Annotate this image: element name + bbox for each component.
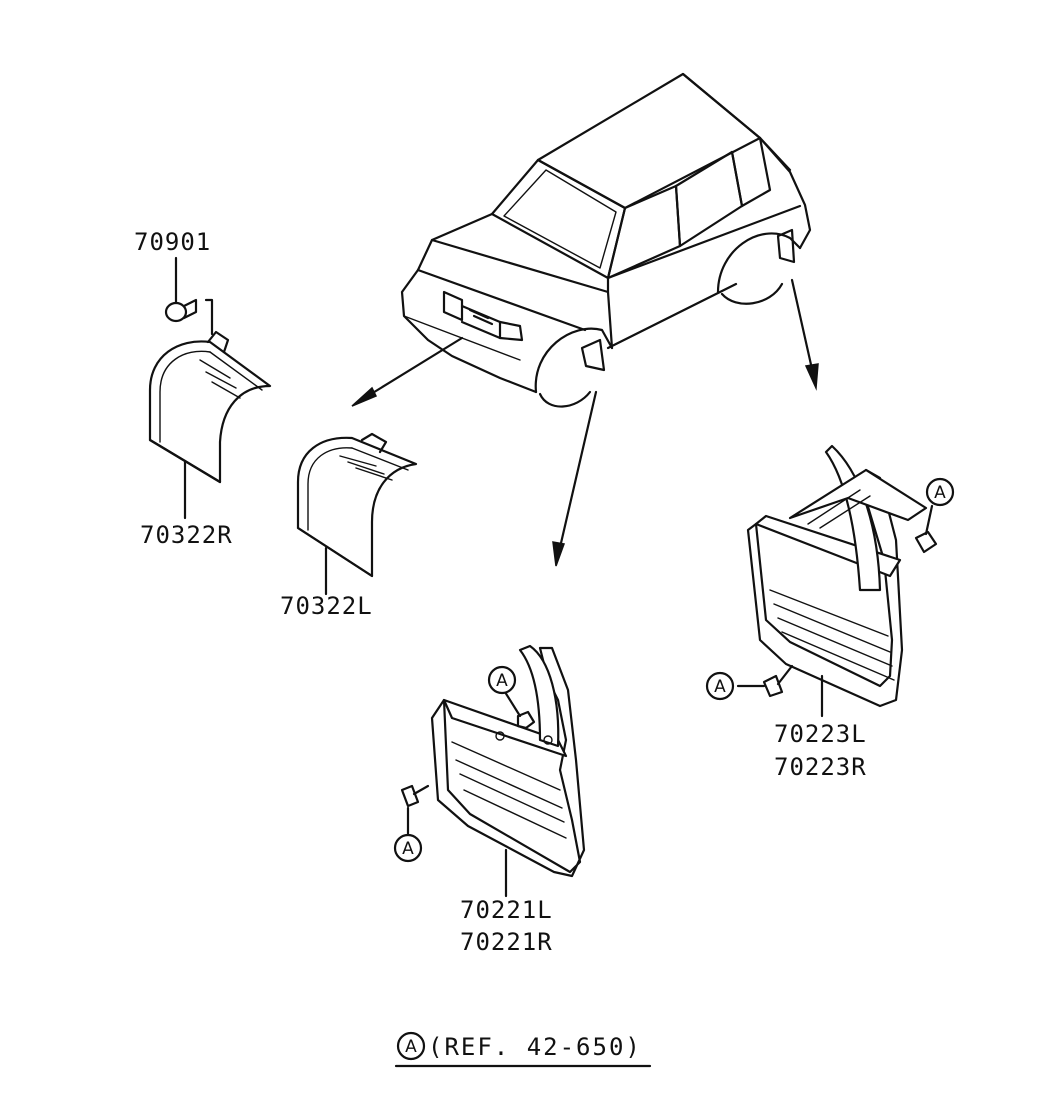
leader-callout-a-right (924, 504, 934, 536)
splash-shield-70322L (296, 432, 418, 578)
footnote-letter: A (405, 1037, 417, 1057)
bolt-70223 (762, 664, 794, 698)
svg-text:A: A (934, 483, 946, 503)
callout-a-70221-lower: A (393, 833, 423, 863)
callout-a-70223-right: A (925, 477, 955, 507)
nut-70223 (914, 530, 938, 554)
clip-fastener-70901 (164, 298, 198, 323)
bolt-70221-a (400, 784, 430, 808)
reference-footnote: A (REF. 42-650) (394, 1031, 652, 1068)
part-label-70223L: 70223L (774, 720, 867, 748)
footnote-text: (REF. 42-650) (428, 1033, 642, 1061)
splash-shield-70322R (148, 298, 272, 484)
svg-text:A: A (714, 677, 726, 697)
part-label-70322R: 70322R (140, 521, 233, 549)
part-label-70223R: 70223R (774, 753, 867, 781)
part-label-70221L: 70221L (460, 896, 553, 924)
mud-flap-70223 (746, 444, 928, 708)
vehicle-outline (400, 72, 812, 408)
nut-70221 (516, 710, 536, 730)
callout-a-70221-upper: A (487, 665, 517, 695)
svg-text:A: A (402, 839, 414, 859)
part-label-70901: 70901 (134, 228, 211, 256)
svg-text:A: A (496, 671, 508, 691)
pointer-arrows (351, 278, 819, 567)
leader-callout-a-upper (503, 690, 522, 718)
part-label-70221R: 70221R (460, 928, 553, 956)
callout-a-70223-left: A (705, 671, 735, 701)
part-label-70322L: 70322L (280, 592, 373, 620)
